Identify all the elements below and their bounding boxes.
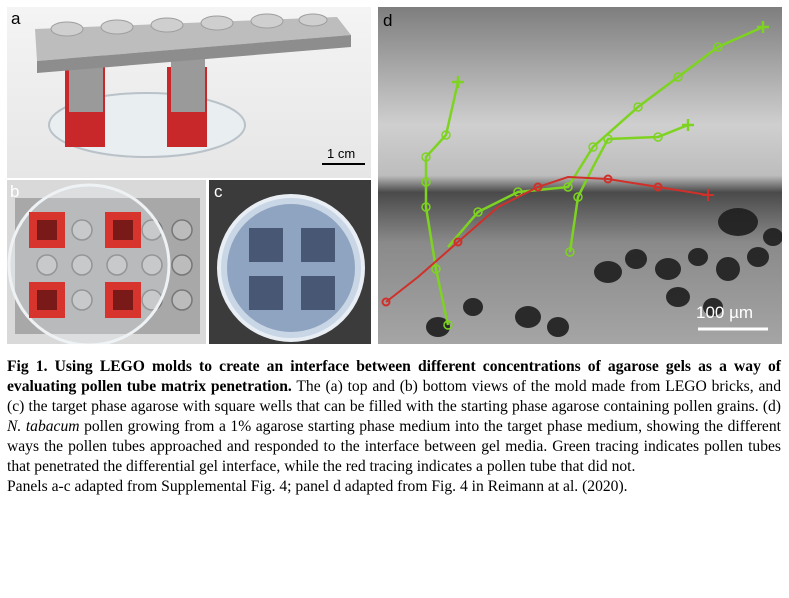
green-tracing-endpoints [452, 21, 769, 131]
panel-a-label: a [11, 9, 21, 28]
panel-a-scale-label: 1 cm [327, 146, 356, 161]
caption-paragraph: Fig 1. Using LEGO molds to create an int… [7, 357, 781, 477]
lego-bottom-view-illustration [7, 183, 200, 344]
red-tracing [381, 174, 709, 307]
panel-b-label: b [10, 182, 20, 201]
caption-species: N. tabacum [7, 418, 80, 435]
agarose-dish-illustration [217, 194, 365, 342]
pollen-grains [426, 208, 782, 337]
panel-c-agarose-dish: c [209, 180, 371, 344]
panel-a-lego-top-view: a 1 cm [7, 7, 371, 178]
caption-credit: Panels a-c adapted from Supplemental Fig… [7, 478, 628, 495]
lego-top-view-illustration [35, 13, 365, 165]
panel-d-pollen-micrograph: d 100 µm [378, 7, 782, 344]
pollen-tube-micrograph [378, 7, 782, 344]
panel-c-label: c [214, 182, 223, 201]
panel-d-label: d [383, 11, 393, 30]
panel-b-lego-bottom-view: b [7, 180, 206, 344]
caption-title: Fig 1. Using LEGO molds to create an int… [7, 358, 781, 395]
figure-caption: Fig 1. Using LEGO molds to create an int… [7, 357, 781, 497]
green-tracings [424, 25, 764, 326]
caption-text-part1: The (a) top and (b) bottom views of the … [7, 378, 781, 415]
panel-d-scale-label: 100 µm [696, 303, 754, 322]
caption-text-part2: pollen growing from a 1% agarose startin… [7, 418, 781, 475]
